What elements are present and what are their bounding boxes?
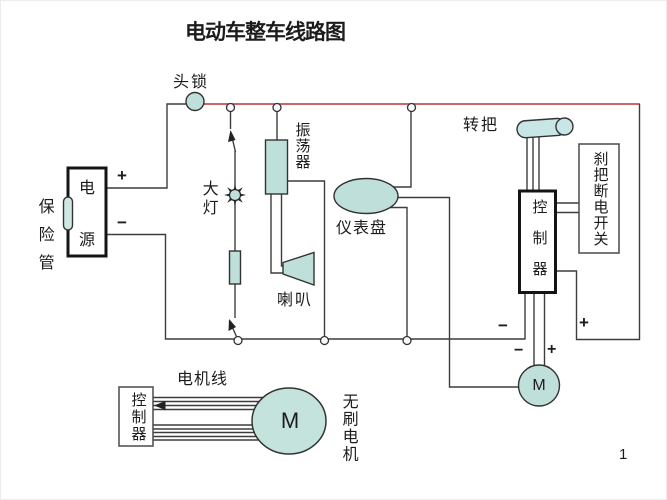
page-title: 电动车整车线路图 [185,21,346,44]
junction-dot [233,335,243,346]
switch2-arrow-icon [228,319,236,331]
throttle-end-cap [555,117,574,136]
horn-label: 喇叭 [277,292,314,309]
power-source-label: 电 源 [68,168,106,256]
controller-label: 控制器 [530,199,548,292]
wire-oscillator-bus [287,180,326,339]
junction-dot [319,335,330,346]
motor-controller-box [118,386,154,447]
head-lock-circle [185,91,205,112]
big-motor-circle [251,387,327,455]
controller-box [518,189,557,294]
junction-dot [272,102,282,113]
wire-horn-right [280,194,284,267]
battery-minus-sign: − [117,213,127,232]
oscillator-label: 振荡器 [293,122,311,170]
bus-plus-sign: + [579,313,589,332]
brake-switch-box [578,143,620,254]
dashboard-label: 仪表盘 [336,220,388,237]
headlight-bulb-rect [228,250,242,285]
fuse-capsule [62,196,74,231]
motor-controller-label: 控制器 [129,392,147,443]
throttle-cylinder [516,117,574,139]
throttle-label: 转把 [463,117,500,134]
brake-switch-label: 刹把断电开关 [591,151,609,247]
wire-horn-left [270,194,284,274]
wire-dashboard-top [391,112,412,188]
junction-dot [402,335,412,346]
cable-arrow-icon [154,401,166,410]
oscillator-rect [264,139,289,195]
motor-wire-label: 电机线 [177,371,229,388]
brushless-motor-label: 无刷电机 [339,393,357,463]
fuse-label: 保险管 [35,198,53,282]
head-lock-label: 头锁 [173,74,210,91]
wire-battery-minus-bus [106,233,525,340]
bus-minus-sign: − [498,316,508,335]
junction-dot [406,102,417,113]
wire-dashboard-bottom [389,206,408,339]
dashboard-ellipse [333,177,399,215]
wire-dashboard-motor [396,196,519,388]
headlight-star-center [228,188,242,202]
power-label-bottom: 源 [78,232,95,249]
headlight-label: 大灯 [199,180,217,218]
junction-dot [225,102,236,113]
motor-plus-sign: + [547,341,557,358]
wire-controller-plus [556,104,641,341]
motor-m-label: M [532,377,546,395]
page-number: 1 [619,446,628,463]
battery-plus-sign: + [117,166,127,185]
big-motor-m-label: M [280,407,300,433]
motor-circle [517,364,561,407]
horn-shape [282,251,315,286]
switch-arrow-icon [228,130,236,142]
power-label-top: 电 [78,180,95,197]
motor-minus-sign: − [514,342,524,359]
